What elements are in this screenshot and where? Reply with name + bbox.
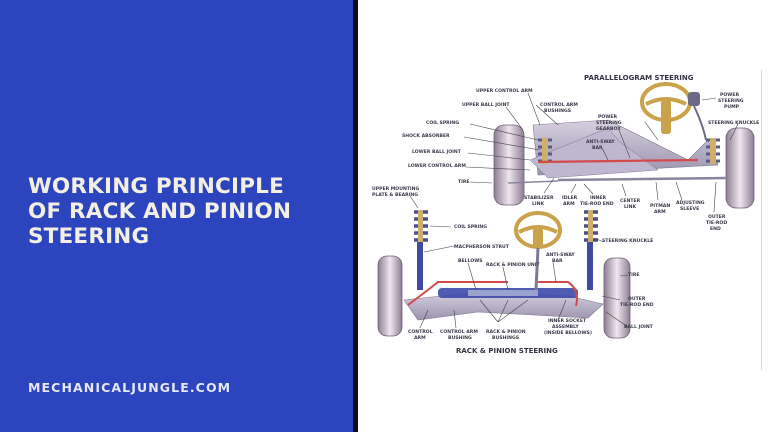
svg-text:STEERING KNUCKLE: STEERING KNUCKLE: [708, 120, 759, 126]
svg-text:ARM: ARM: [414, 335, 426, 341]
svg-text:TIRE: TIRE: [628, 272, 640, 278]
svg-text:ARM: ARM: [654, 209, 666, 215]
svg-text:INNER: INNER: [590, 195, 607, 201]
svg-text:ADJUSTING: ADJUSTING: [676, 200, 705, 206]
rack-pinion-title: RACK & PINION STEERING: [456, 347, 558, 355]
svg-text:BUSHING: BUSHING: [448, 335, 472, 341]
parallelogram-title: PARALLELOGRAM STEERING: [584, 74, 694, 82]
svg-text:POWER: POWER: [720, 92, 739, 98]
svg-text:STEERING: STEERING: [718, 98, 744, 104]
svg-text:MACPHERSON STRUT: MACPHERSON STRUT: [454, 244, 510, 250]
svg-text:LOWER BALL JOINT: LOWER BALL JOINT: [412, 149, 462, 155]
svg-text:RACK & PINION UNIT: RACK & PINION UNIT: [486, 262, 540, 268]
svg-text:ANTI-SWAY: ANTI-SWAY: [546, 252, 575, 258]
diagram-frame-edge: [761, 70, 762, 370]
rack-pinion-assembly: UPPER MOUNTING PLATE & BEARING COIL SPRI…: [372, 186, 654, 355]
svg-text:BUSHINGS: BUSHINGS: [492, 335, 519, 341]
svg-text:COIL SPRING: COIL SPRING: [454, 224, 487, 230]
svg-text:BAR: BAR: [592, 145, 603, 151]
title-panel: WORKING PRINCIPLE OF RACK AND PINION STE…: [0, 0, 353, 432]
svg-text:ASSEMBLY: ASSEMBLY: [552, 324, 579, 330]
svg-text:BELLOWS: BELLOWS: [458, 258, 483, 264]
tire-icon: [377, 255, 403, 337]
svg-text:(INSIDE BELLOWS): (INSIDE BELLOWS): [544, 330, 592, 336]
svg-text:CONTROL ARM: CONTROL ARM: [540, 102, 578, 108]
title-line-1: WORKING PRINCIPLE: [28, 174, 284, 199]
svg-text:LOWER CONTROL ARM: LOWER CONTROL ARM: [408, 163, 466, 169]
svg-text:STEERING: STEERING: [596, 120, 622, 126]
site-url: MECHANICALJUNGLE.COM: [28, 380, 232, 395]
svg-text:IDLER: IDLER: [562, 195, 578, 201]
svg-text:PITMAN: PITMAN: [650, 203, 670, 209]
steering-diagram: PARALLELOGRAM STEERING: [372, 74, 759, 355]
svg-text:POWER: POWER: [598, 114, 617, 120]
svg-text:LINK: LINK: [624, 204, 636, 210]
svg-text:END: END: [710, 226, 721, 232]
svg-text:OUTER: OUTER: [708, 214, 726, 220]
svg-text:INNER SOCKET: INNER SOCKET: [548, 318, 587, 324]
svg-text:COIL SPRING: COIL SPRING: [426, 120, 459, 126]
svg-text:STEERING KNUCKLE: STEERING KNUCKLE: [602, 238, 653, 244]
svg-text:OUTER: OUTER: [628, 296, 646, 302]
svg-text:TIE-ROD: TIE-ROD: [706, 220, 727, 226]
svg-text:TIE-ROD END: TIE-ROD END: [620, 302, 654, 308]
svg-text:TIE-ROD END: TIE-ROD END: [580, 201, 614, 207]
parallelogram-assembly: PARALLELOGRAM STEERING: [402, 74, 759, 232]
svg-text:SHOCK ABSORBER: SHOCK ABSORBER: [402, 133, 450, 139]
svg-text:TIRE: TIRE: [458, 179, 470, 185]
svg-text:RACK & PINION: RACK & PINION: [486, 329, 526, 335]
svg-text:ANTI-SWAY: ANTI-SWAY: [586, 139, 615, 145]
tire-icon: [603, 257, 631, 339]
title-line-2: OF RACK AND PINION: [28, 199, 292, 224]
svg-text:BUSHINGS: BUSHINGS: [544, 108, 571, 114]
svg-text:UPPER MOUNTING: UPPER MOUNTING: [372, 186, 419, 192]
svg-text:PUMP: PUMP: [724, 104, 740, 110]
svg-text:UPPER BALL JOINT: UPPER BALL JOINT: [462, 102, 510, 108]
panel-divider: [353, 0, 358, 432]
svg-text:SLEEVE: SLEEVE: [680, 206, 699, 212]
page-title: WORKING PRINCIPLE OF RACK AND PINION STE…: [28, 174, 338, 249]
svg-text:CONTROL: CONTROL: [408, 329, 433, 335]
title-line-3: STEERING: [28, 224, 150, 249]
svg-text:LINK: LINK: [532, 201, 544, 207]
diagram-panel: PARALLELOGRAM STEERING: [358, 0, 768, 432]
tire-icon: [725, 127, 755, 209]
svg-text:PLATE & BEARING: PLATE & BEARING: [372, 192, 418, 198]
svg-text:ARM: ARM: [563, 201, 575, 207]
svg-text:GEARBOX: GEARBOX: [596, 126, 621, 132]
svg-text:BALL JOINT: BALL JOINT: [624, 324, 654, 330]
svg-text:STABILIZER: STABILIZER: [524, 195, 554, 201]
svg-text:BAR: BAR: [552, 258, 563, 264]
svg-text:UPPER CONTROL ARM: UPPER CONTROL ARM: [476, 88, 533, 94]
tire-icon: [493, 124, 525, 206]
svg-text:CONTROL ARM: CONTROL ARM: [440, 329, 478, 335]
svg-text:CENTER: CENTER: [620, 198, 641, 204]
